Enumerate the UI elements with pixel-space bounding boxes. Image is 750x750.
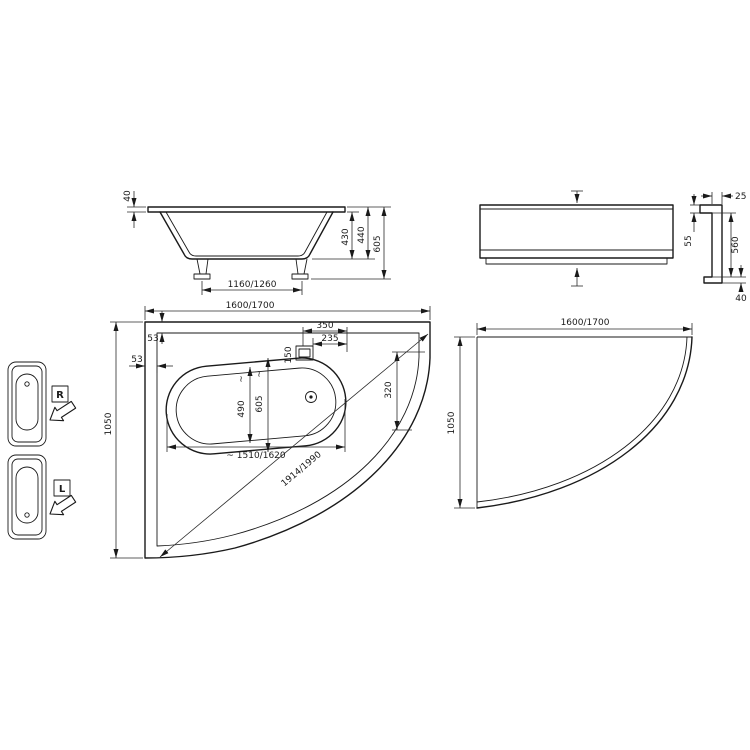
left-version-tub-icon: [7, 454, 47, 540]
panel-curve-outer: [476, 336, 693, 509]
panel-curve-inner: [476, 336, 688, 503]
panel-profile-view: 25 55 560 40: [684, 192, 747, 304]
right-version-label: R: [56, 390, 64, 401]
drain-center: [309, 395, 313, 399]
right-label-box: [51, 385, 69, 403]
dim-label-profile-lip: 55: [684, 235, 694, 246]
panel-face: [479, 204, 674, 259]
left-version-label: L: [59, 484, 66, 495]
dim-label-profile-foot: 40: [735, 294, 747, 304]
right-arrow-icon: [49, 400, 77, 422]
tub-foot-right: [291, 273, 309, 280]
tub-foot-left: [193, 273, 211, 280]
dim-label-height-total: 605: [373, 235, 383, 252]
dim-label-tap-block: 150: [284, 346, 294, 363]
plan-dimension-lines: [110, 306, 431, 559]
panel-plan-view: 1600/1700 1050: [447, 318, 693, 509]
dim-label-profile-face: 560: [731, 236, 741, 253]
front-panel-view: [479, 190, 674, 287]
dim-label-well-width-inner: 490: [237, 400, 247, 417]
side-tub-outline: [147, 206, 346, 280]
panel-plinth: [485, 258, 668, 265]
left-label-box: [53, 479, 71, 497]
orientation-legend: R L: [7, 361, 77, 540]
panel-center-marks: [571, 190, 583, 287]
dim-label-tap-offset: 350: [316, 321, 333, 331]
profile-dimension-lines: [690, 192, 746, 292]
dim-label-end-width: 320: [384, 381, 394, 398]
tub-legs: [196, 258, 308, 275]
dim-label-overflow-offset: 235: [321, 334, 338, 344]
dim-label-plan-length: 1600/1700: [226, 301, 275, 311]
side-dimension-lines: [127, 191, 391, 295]
approx-mark-inner: ~: [237, 375, 247, 383]
dim-label-well-width-outer: 605: [255, 395, 265, 412]
dim-label-rim-top: 53: [147, 334, 158, 344]
dim-label-diagonal: 1914/1990: [280, 450, 324, 489]
dim-label-plan-width: 1050: [104, 412, 114, 435]
approx-mark-outer: ~: [255, 370, 265, 378]
right-version-tub-icon: [7, 361, 47, 447]
dim-label-depth-inner: 430: [341, 228, 351, 245]
left-arrow-icon: [49, 494, 77, 516]
icon-drain-left: [24, 512, 30, 518]
plan-view: 1600/1700 1050 53 53 350 235 150 320 605…: [104, 301, 431, 559]
tap-deck-block-inner: [298, 348, 311, 358]
dim-label-panel-width: 1050: [447, 411, 457, 434]
plan-rim-contour: [156, 332, 420, 547]
dim-label-panel-length: 1600/1700: [561, 318, 610, 328]
dim-label-profile-top: 25: [735, 192, 746, 202]
side-elevation-view: 40 430 440 605 1160/1260: [123, 190, 391, 295]
panel-plan-dimension-lines: [454, 323, 693, 509]
dim-label-well-length: ~ 1510/1620: [226, 451, 286, 461]
dim-label-rim-height: 40: [123, 190, 133, 202]
dim-label-rim-side: 53: [131, 355, 142, 365]
icon-drain-right: [24, 381, 30, 387]
panel-profile-outline: [699, 204, 723, 284]
dim-label-depth-outer: 440: [357, 226, 367, 243]
dim-label-feet-spacing: 1160/1260: [228, 280, 277, 290]
